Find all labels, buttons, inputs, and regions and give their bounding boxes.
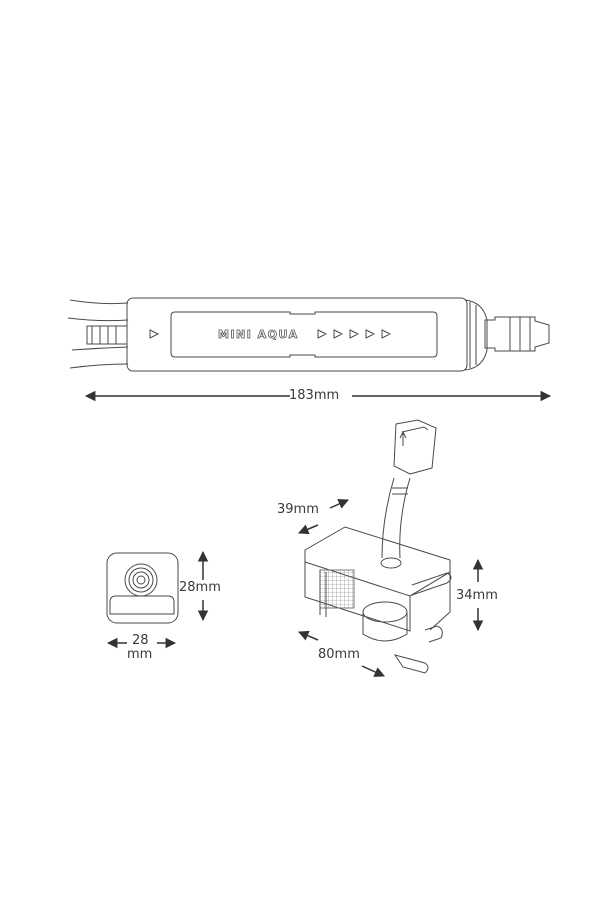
outlet-barb <box>484 316 550 352</box>
connector <box>393 419 437 475</box>
pump-body <box>126 297 468 372</box>
cable <box>381 477 411 559</box>
inline-pump-top-view <box>67 297 550 372</box>
sensor-width-label: 28 <box>132 633 149 648</box>
sensor-end-view <box>106 552 179 624</box>
inlet-hose-upper <box>67 299 129 322</box>
pump-front <box>304 562 411 632</box>
motor <box>362 601 408 623</box>
pump-height-label: 34mm <box>456 588 498 603</box>
latch <box>411 572 452 596</box>
end-cap <box>464 299 488 371</box>
sensor-height-label: 28mm <box>179 580 221 595</box>
pump-isometric-view <box>304 419 452 674</box>
mount-tab <box>393 654 429 674</box>
label-panel <box>170 311 438 358</box>
inlet-barb <box>86 325 128 345</box>
flow-arrow-icon <box>149 329 160 339</box>
sensor-width-unit-label: mm <box>127 647 153 662</box>
pump-depth-label: 39mm <box>277 502 319 517</box>
product-name-label: MINI AQUA <box>218 328 299 342</box>
pump-length-label: 80mm <box>318 647 360 662</box>
outlet <box>424 625 443 643</box>
arrow-mark-icon <box>399 430 407 446</box>
length-dimension-label: 183mm <box>289 388 340 403</box>
inlet-hose-lower <box>69 346 129 369</box>
flow-arrows-icon <box>317 329 392 339</box>
